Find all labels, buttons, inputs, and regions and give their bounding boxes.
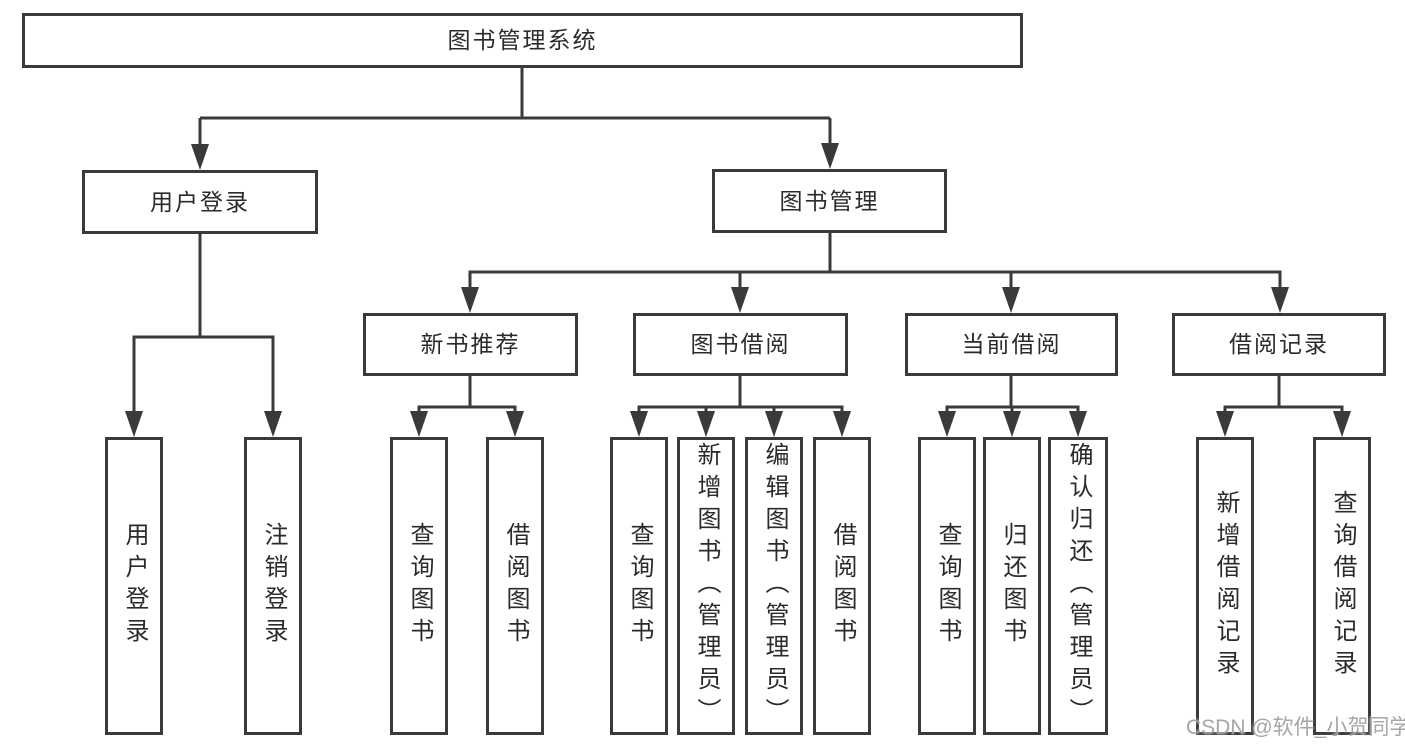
arrow-down-icon: [461, 287, 479, 313]
leaf-label: 借阅图书: [502, 522, 529, 650]
leaf-label: 确认归还（管理员）: [1065, 442, 1092, 730]
arrow-down-icon: [1003, 411, 1021, 437]
leaf-query-books-recommend: 查询图书: [390, 437, 448, 735]
arrow-down-icon: [731, 287, 749, 313]
node-label: 用户登录: [150, 188, 250, 215]
leaf-query-borrow-record: 查询借阅记录: [1313, 437, 1371, 735]
leaf-label: 编辑图书（管理员）: [761, 442, 788, 730]
arrow-down-icon: [1216, 411, 1234, 437]
leaf-borrow-books: 借阅图书: [813, 437, 871, 735]
arrow-down-icon: [630, 411, 648, 437]
leaf-label: 查询图书: [934, 522, 961, 650]
node-label: 当前借阅: [961, 331, 1062, 357]
leaf-logout: 注销登录: [244, 437, 302, 735]
node-book-borrowing: 图书借阅: [633, 313, 848, 376]
arrow-down-icon: [125, 411, 143, 437]
arrow-down-icon: [1002, 287, 1020, 313]
leaf-label: 新增图书（管理员）: [693, 442, 720, 730]
arrow-down-icon: [938, 411, 956, 437]
leaf-label: 查询图书: [626, 522, 653, 650]
node-label: 图书管理: [779, 187, 880, 214]
node-label: 新书推荐: [420, 331, 521, 357]
leaf-query-books-current: 查询图书: [918, 437, 976, 735]
leaf-return-books: 归还图书: [983, 437, 1041, 735]
leaf-query-books-borrow: 查询图书: [610, 437, 668, 735]
leaf-add-books-admin: 新增图书（管理员）: [677, 437, 735, 735]
tree-connector-path: [132, 68, 1344, 433]
node-label: 图书借阅: [690, 331, 791, 357]
node-borrowing-records: 借阅记录: [1172, 313, 1386, 376]
leaf-user-login: 用户登录: [105, 437, 163, 735]
arrow-down-icon: [410, 411, 428, 437]
arrow-down-icon: [1271, 287, 1289, 313]
arrow-down-icon: [765, 411, 783, 437]
arrow-down-icon: [191, 144, 209, 170]
leaf-label: 新增借阅记录: [1212, 490, 1239, 682]
leaf-borrow-books-recommend: 借阅图书: [486, 437, 544, 735]
leaf-label: 用户登录: [121, 522, 148, 650]
arrow-down-icon: [264, 411, 282, 437]
csdn-watermark: CSDN @软件_小贺同学: [1186, 716, 1405, 739]
arrow-down-icon: [506, 411, 524, 437]
node-current-borrowing: 当前借阅: [905, 313, 1118, 376]
node-label: 借阅记录: [1229, 331, 1329, 357]
leaf-label: 注销登录: [260, 522, 287, 650]
node-book-management-system: 图书管理系统: [22, 13, 1023, 68]
node-user-login: 用户登录: [82, 170, 318, 234]
node-label: 图书管理系统: [447, 27, 598, 53]
leaf-label: 归还图书: [999, 522, 1026, 650]
leaf-edit-books-admin: 编辑图书（管理员）: [745, 437, 803, 735]
node-new-book-recommendation: 新书推荐: [363, 313, 578, 376]
arrow-down-icon: [1069, 411, 1087, 437]
leaf-label: 借阅图书: [829, 522, 856, 650]
leaf-label: 查询图书: [406, 522, 433, 650]
arrow-down-icon: [821, 143, 839, 169]
leaf-add-borrow-record: 新增借阅记录: [1196, 437, 1254, 735]
node-book-management: 图书管理: [712, 169, 947, 233]
arrow-down-icon: [833, 411, 851, 437]
arrow-down-icon: [1333, 411, 1351, 437]
leaf-label: 查询借阅记录: [1329, 490, 1356, 682]
arrow-down-icon: [697, 411, 715, 437]
leaf-confirm-return-admin: 确认归还（管理员）: [1048, 437, 1108, 735]
